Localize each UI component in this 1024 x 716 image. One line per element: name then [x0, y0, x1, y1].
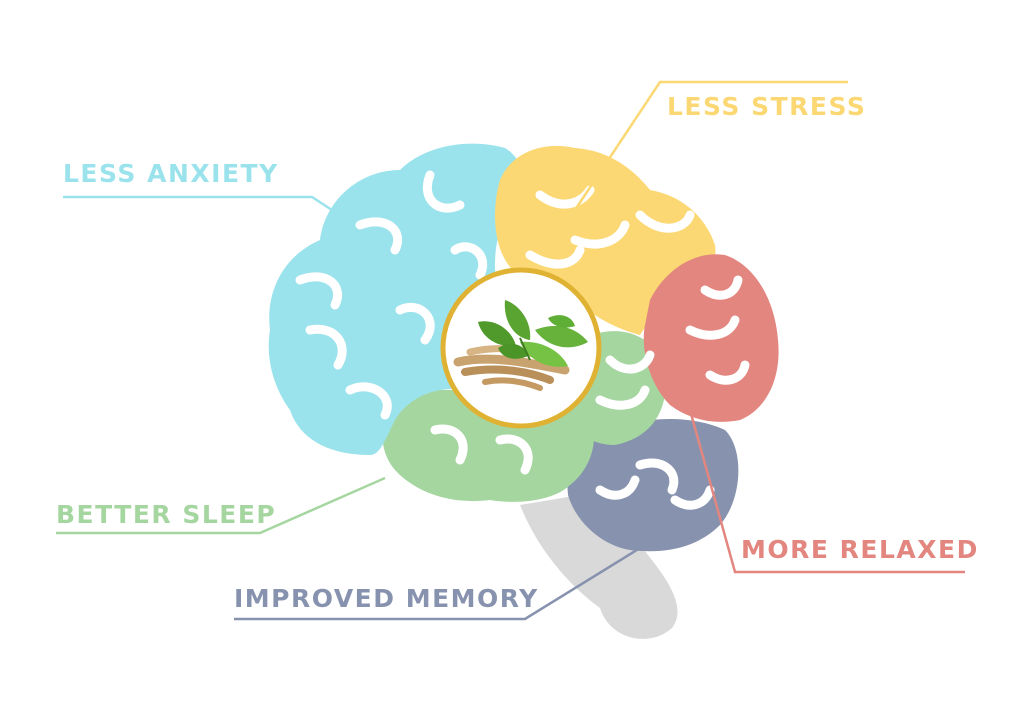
brain-folds: [295, 170, 750, 510]
label-less-stress: LESS STRESS: [667, 92, 867, 121]
herb-leaves-icon: [478, 300, 588, 367]
memory-lobe: [565, 418, 739, 552]
leader-line-stress: [573, 80, 848, 211]
label-more-relaxed: MORE RELAXED: [741, 535, 979, 564]
leader-line-anxiety: [63, 195, 336, 214]
brainstem-region: [520, 495, 678, 639]
leader-lines: [56, 80, 965, 621]
leader-line-relaxed: [688, 409, 965, 574]
label-better-sleep: BETTER SLEEP: [56, 500, 277, 529]
leader-line-memory: [234, 546, 641, 621]
leader-line-sleep: [56, 476, 386, 535]
label-less-anxiety: LESS ANXIETY: [63, 159, 279, 188]
label-improved-memory: IMPROVED MEMORY: [234, 584, 539, 613]
